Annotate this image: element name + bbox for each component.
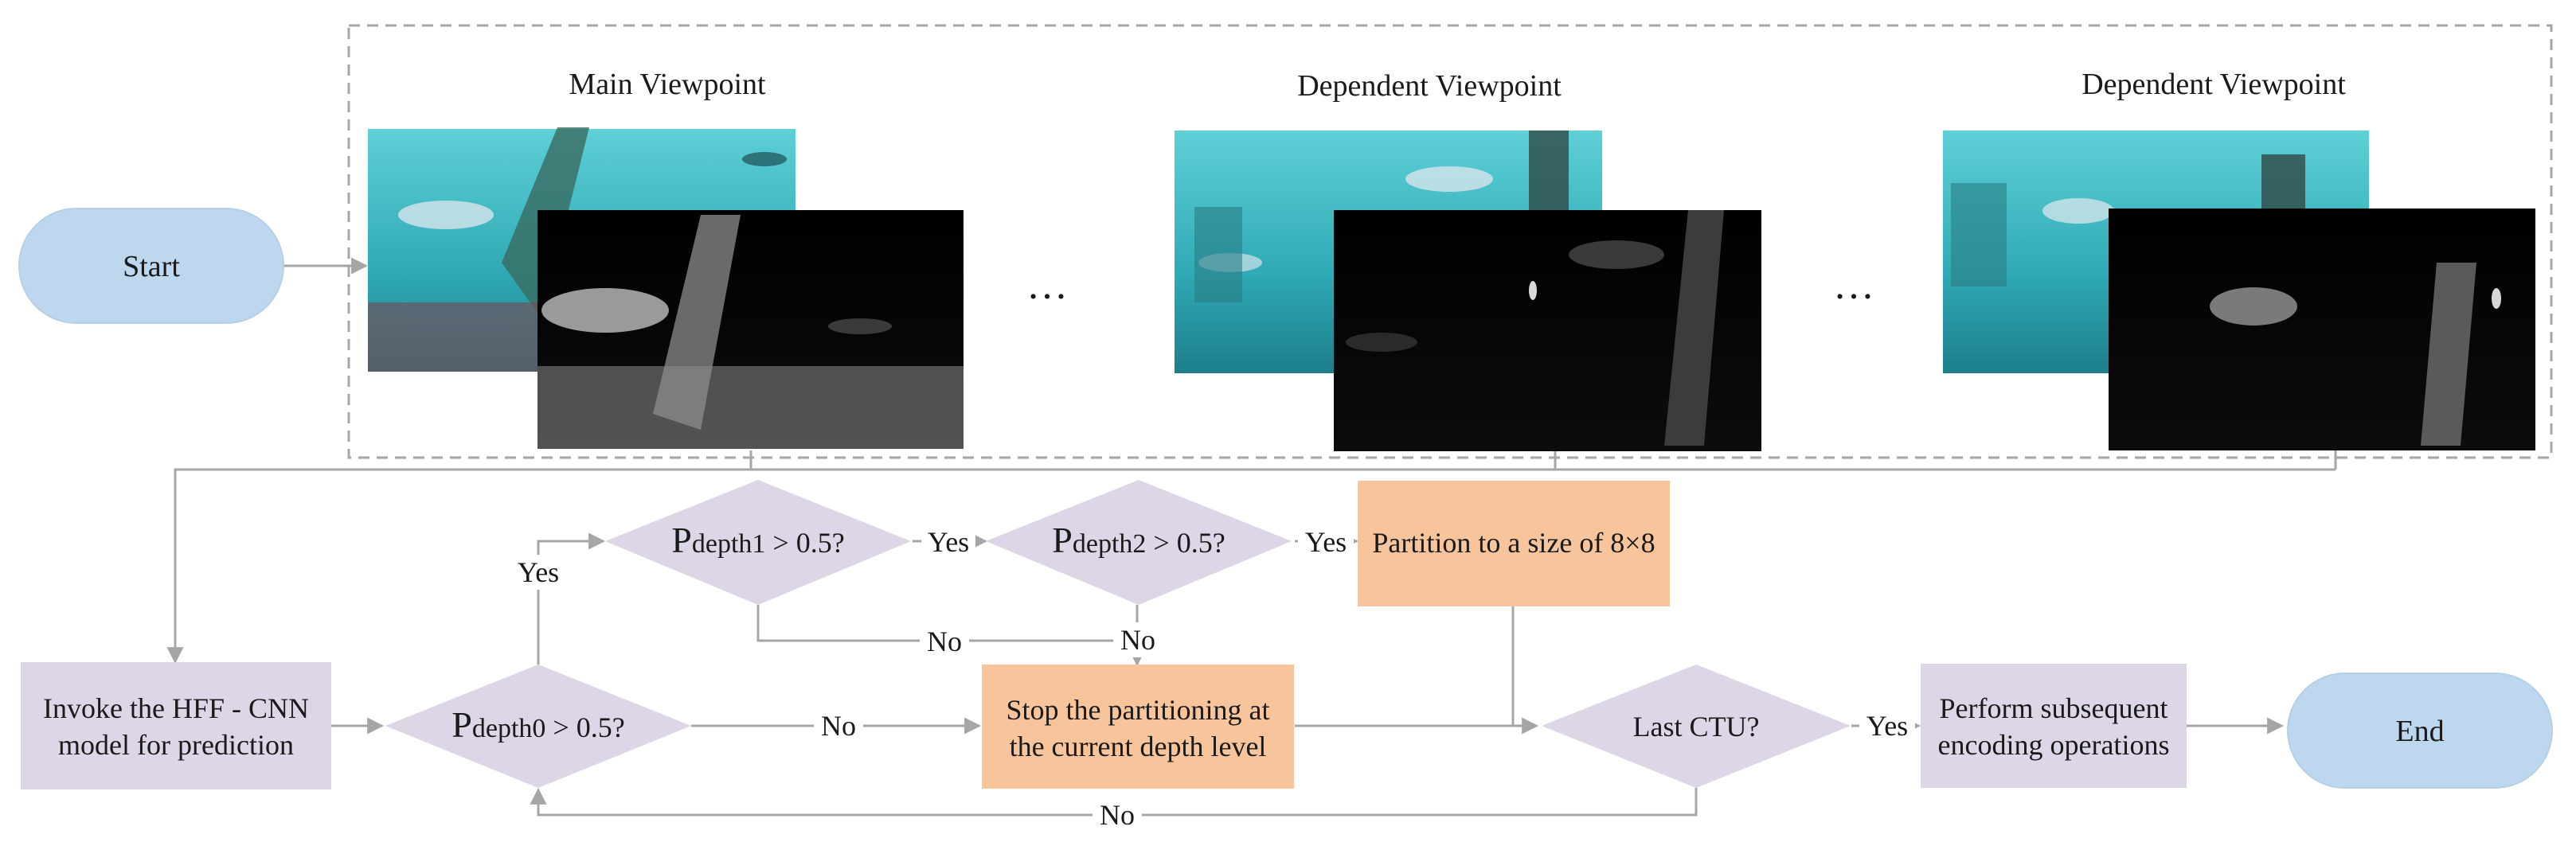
partition-node: Partition to a size of 8×8 bbox=[1358, 481, 1670, 606]
end-node: End bbox=[2287, 672, 2553, 789]
main-viewpoint-label: Main Viewpoint bbox=[569, 68, 766, 101]
stop-label-line2: the current depth level bbox=[1010, 731, 1267, 762]
invoke-model-node: Invoke the HFF - CNN model for predictio… bbox=[21, 662, 331, 789]
perform-encoding-node: Perform subsequent encoding operations bbox=[1921, 664, 2187, 788]
svg-text:Yes: Yes bbox=[518, 556, 559, 588]
decision-depth0: Pdepth0 > 0.5? bbox=[385, 665, 691, 788]
decision-last-ctu: Last CTU? bbox=[1542, 665, 1851, 788]
decision-depth1-rest: > 0.5? bbox=[765, 527, 844, 559]
svg-text:Pdepth1 > 0.5?: Pdepth1 > 0.5? bbox=[671, 520, 844, 560]
partition-label: Partition to a size of 8×8 bbox=[1372, 527, 1655, 559]
decision-depth1-sub: depth1 bbox=[692, 529, 766, 559]
decision-depth0-sub: depth0 bbox=[472, 714, 546, 743]
decision-depth2-sub: depth2 bbox=[1073, 529, 1147, 559]
svg-text:No: No bbox=[927, 626, 962, 657]
decision-depth2-rest: > 0.5? bbox=[1146, 527, 1225, 559]
dependent-viewpoint-label-2: Dependent Viewpoint bbox=[2082, 68, 2346, 101]
start-label: Start bbox=[123, 250, 180, 283]
start-node: Start bbox=[18, 208, 284, 324]
dependent-viewpoint-label-1: Dependent Viewpoint bbox=[1297, 69, 1562, 103]
edge-label-yes-d1: Yes bbox=[921, 524, 975, 559]
decision-depth2-p: P bbox=[1052, 520, 1073, 560]
edge-label-yes-d0: Yes bbox=[510, 555, 567, 590]
invoke-label-line1: Invoke the HFF - CNN bbox=[43, 692, 309, 724]
svg-text:Pdepth2 > 0.5?: Pdepth2 > 0.5? bbox=[1052, 520, 1225, 560]
edge-label-no-d1: No bbox=[920, 625, 969, 658]
ellipsis-2: … bbox=[1833, 263, 1874, 308]
decision-depth0-p: P bbox=[451, 704, 472, 745]
edge-label-no-d2: No bbox=[1113, 622, 1163, 657]
svg-text:No: No bbox=[1120, 624, 1155, 656]
edge-label-yes-d2: Yes bbox=[1298, 524, 1354, 559]
invoke-label-line2: model for prediction bbox=[58, 729, 294, 761]
svg-text:No: No bbox=[821, 710, 856, 742]
stop-label-line1: Stop the partitioning at bbox=[1007, 694, 1270, 726]
stop-partition-node: Stop the partitioning at the current dep… bbox=[982, 665, 1294, 789]
ellipsis-1: … bbox=[1026, 263, 1068, 308]
main-depth-image bbox=[537, 210, 964, 449]
svg-text:Pdepth0 > 0.5?: Pdepth0 > 0.5? bbox=[451, 704, 624, 745]
decision-depth0-rest: > 0.5? bbox=[545, 711, 624, 743]
svg-text:No: No bbox=[1100, 799, 1135, 831]
decision-depth2: Pdepth2 > 0.5? bbox=[986, 480, 1292, 605]
svg-text:Yes: Yes bbox=[1867, 710, 1908, 742]
svg-text:Yes: Yes bbox=[1305, 526, 1347, 558]
viewpoint-container bbox=[347, 24, 2553, 459]
svg-text:Yes: Yes bbox=[928, 526, 969, 558]
perform-label-line2: encoding operations bbox=[1938, 729, 2170, 761]
edge-label-no-d0: No bbox=[814, 708, 863, 743]
last-ctu-label: Last CTU? bbox=[1633, 711, 1760, 743]
edge-label-yes-last: Yes bbox=[1859, 708, 1915, 743]
end-label: End bbox=[2395, 715, 2444, 748]
decision-depth1: Pdepth1 > 0.5? bbox=[605, 480, 911, 605]
perform-label-line1: Perform subsequent bbox=[1940, 692, 2168, 724]
dependent-depth-image-2 bbox=[2109, 209, 2535, 450]
edge-label-no-last: No bbox=[1093, 798, 1142, 833]
decision-depth1-p: P bbox=[671, 520, 692, 560]
dependent-depth-image-1 bbox=[1334, 210, 1761, 451]
